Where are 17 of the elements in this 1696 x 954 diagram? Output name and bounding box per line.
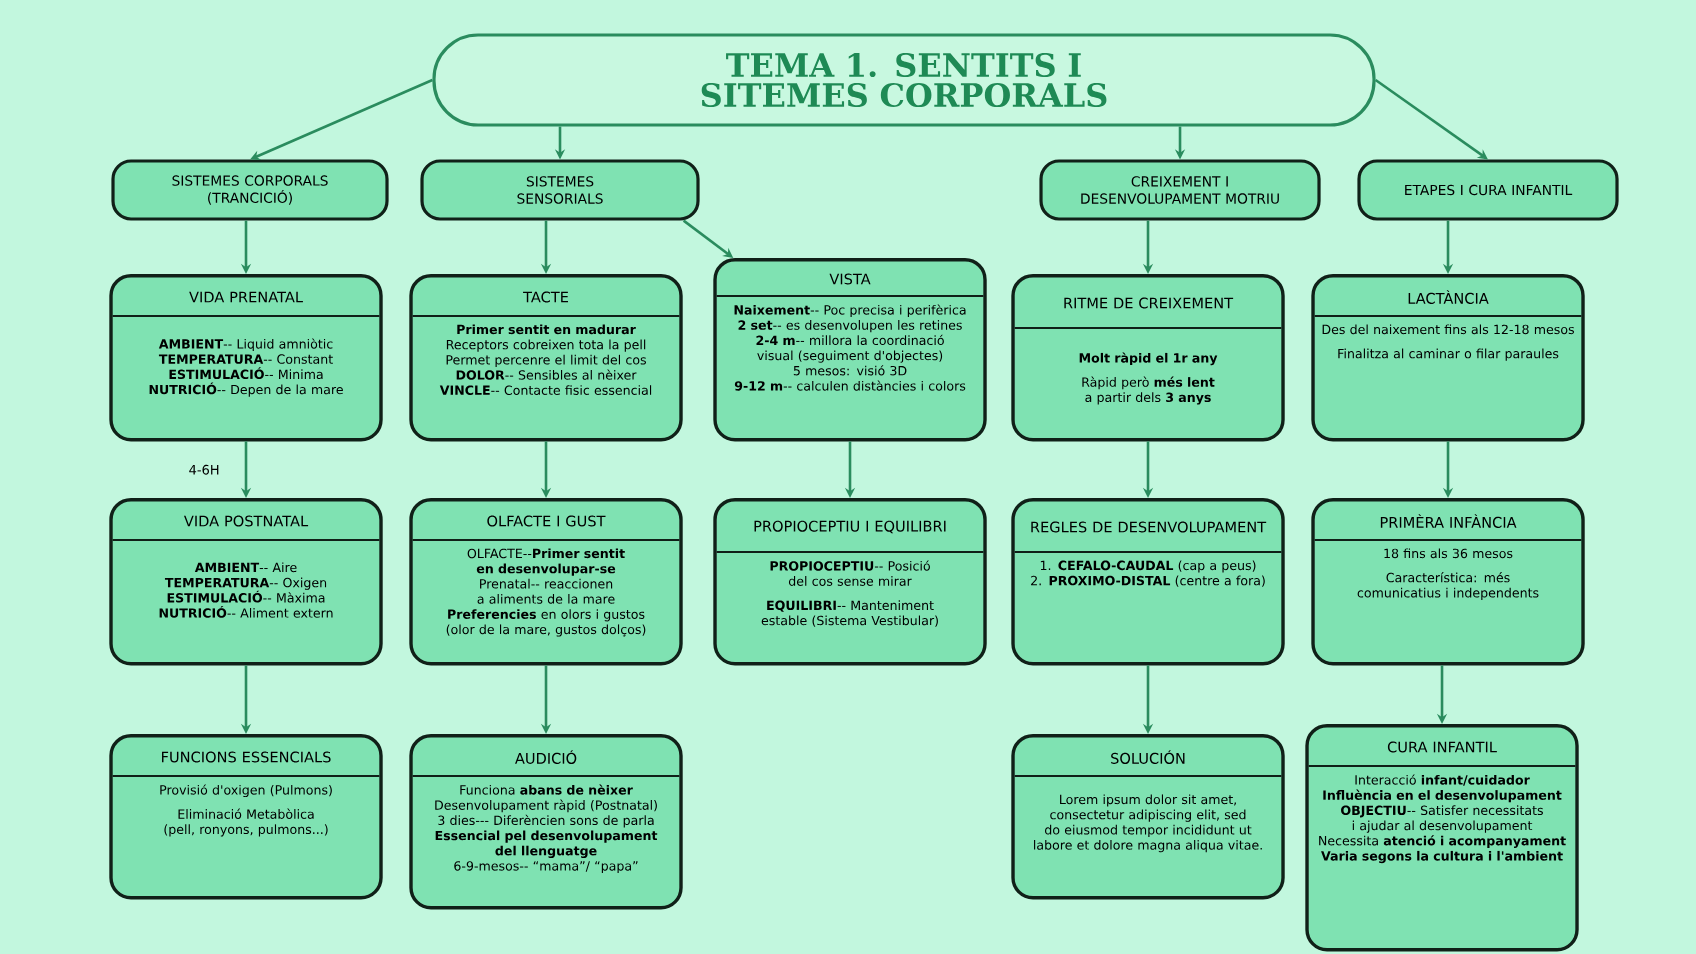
info-card: [409, 274, 683, 442]
arrow: [1374, 78, 1488, 160]
info-card: [1311, 498, 1585, 666]
info-card: [409, 734, 683, 910]
info-card: [109, 274, 383, 442]
arrow: [250, 78, 433, 161]
info-card: [1305, 724, 1579, 952]
info-card: [713, 498, 987, 666]
title-banner: TEMA 1. SENTITS I SITEMES CORPORALS: [432, 33, 1376, 127]
info-card: [1011, 498, 1285, 666]
info-card: [1311, 274, 1585, 442]
info-card: [1011, 274, 1285, 442]
info-card: [109, 734, 383, 900]
info-card: [109, 498, 383, 666]
info-card: [1011, 734, 1285, 900]
info-card: [409, 498, 683, 666]
info-card: [713, 258, 987, 442]
